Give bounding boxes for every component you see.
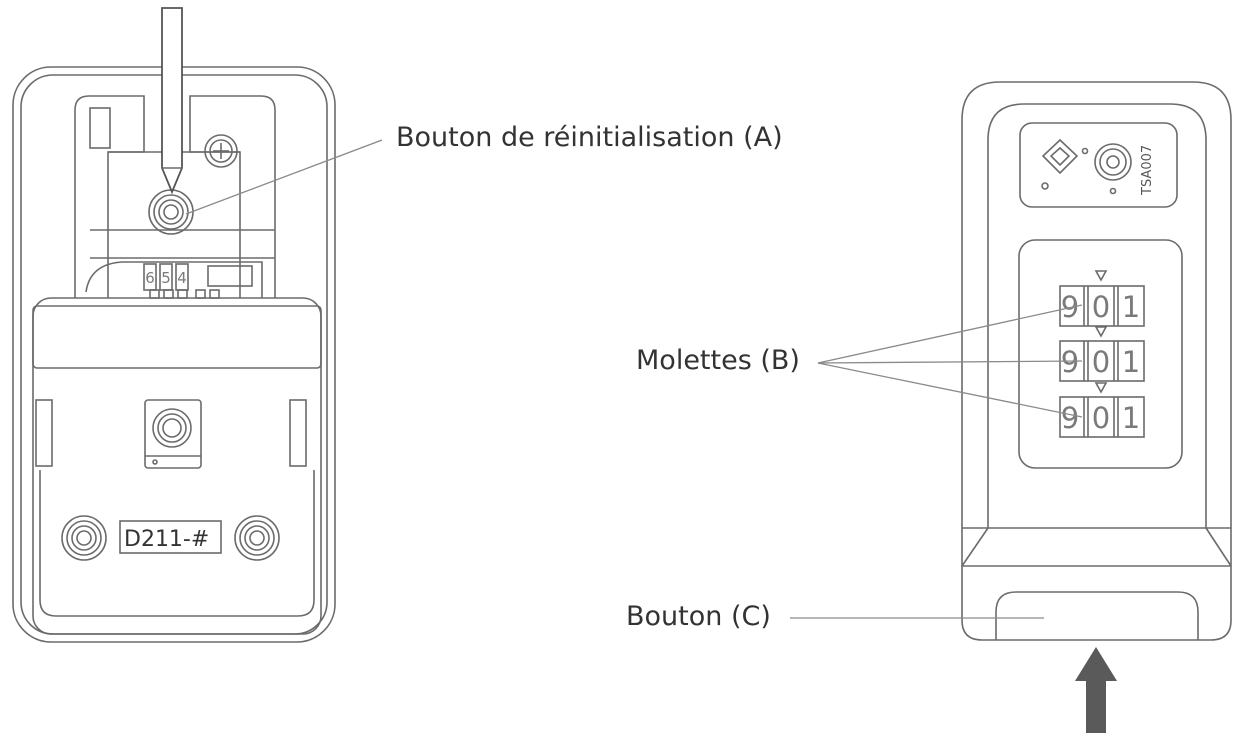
label-dials: Molettes (B) [636,345,800,376]
center-socket [144,399,202,469]
right-screw-hole [234,515,280,561]
reset-button-a[interactable] [148,189,194,235]
leader-line-a [185,139,383,215]
left-screw-hole [61,515,107,561]
label-button-c: Bouton (C) [626,601,771,632]
tsa-diamond-icon [1041,138,1089,190]
tsa-badge [1019,122,1178,208]
dial-digit: 9 [1061,401,1079,435]
dial-digit: 0 [1092,345,1110,379]
button-c[interactable] [995,591,1199,640]
screw-icon [204,134,238,168]
small-digit: 5 [161,269,171,287]
dial-wheel[interactable]: 9 0 1 [1059,326,1145,382]
left-device: 6 5 4 [12,7,336,643]
right-device-inner-shell [987,103,1207,528]
press-arrow-up-icon [1075,647,1117,733]
lower-body-plate [32,297,322,635]
tsa-mark: TSA007 [1140,145,1155,196]
small-digit: 6 [145,269,155,287]
dial-digit: 1 [1122,290,1140,324]
upper-pocket-slot [89,107,111,149]
model-code: D211-# [124,527,209,552]
dial-wheel[interactable]: 9 0 1 [1059,270,1145,327]
dial-window [1018,239,1183,469]
dial-wheel[interactable]: 9 0 1 [1059,382,1145,438]
right-device: TSA007 9 0 1 9 0 1 [961,81,1232,641]
right-device-base [961,528,1232,641]
dial-digit: 0 [1092,401,1110,435]
dial-digit: 1 [1122,401,1140,435]
model-code-box [119,520,222,554]
leader-lines-b [817,304,1083,418]
dial-digit: 1 [1122,345,1140,379]
upper-pocket-right [189,95,276,298]
upper-pocket-left [74,95,145,298]
tsa-keyhole-icon [1094,143,1132,195]
small-digit: 4 [177,269,187,287]
right-device-shell [961,81,1232,528]
label-reset-button: Bouton de réinitialisation (A) [396,122,783,153]
dial-digit: 0 [1092,290,1110,324]
mechanism-window: 6 5 4 [85,261,263,299]
press-arrow-down-icon [161,7,183,195]
dial-digit: 9 [1061,345,1079,379]
